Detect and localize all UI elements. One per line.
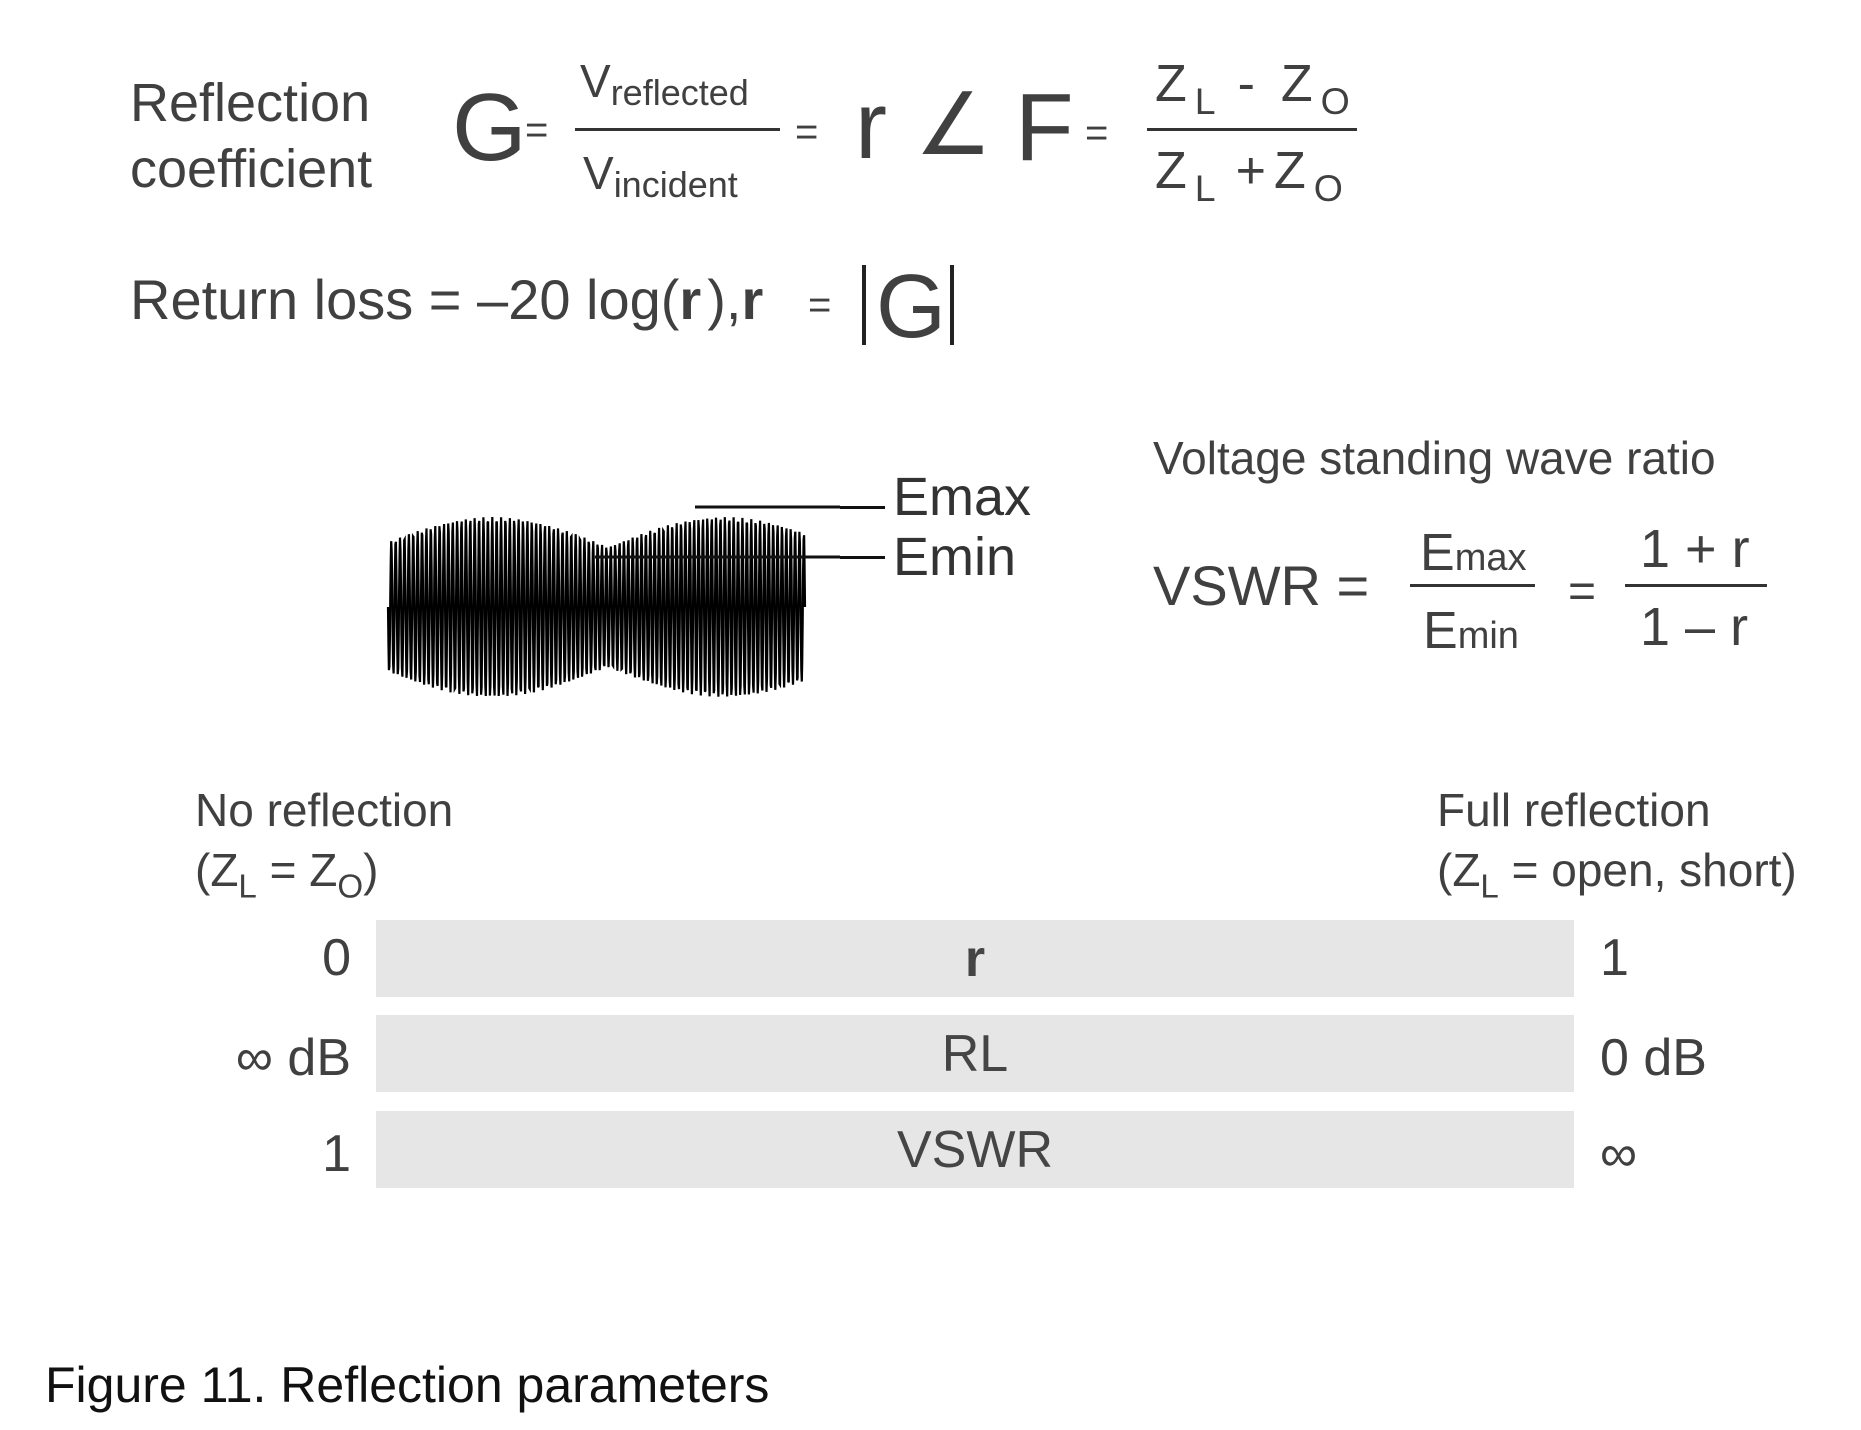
return-loss-gamma: G [876,257,947,357]
fraction-bar-2 [1147,128,1357,131]
vswr-equals: = [1568,565,1597,618]
zl-den: Z [1155,142,1187,200]
v-reflected-symbol: V [580,55,611,107]
vswr-label: VSWR = [1153,554,1370,617]
row-vswr-bar: VSWR [376,1111,1574,1188]
fraction-bar-1 [575,128,780,131]
v-incident: Vincident [583,150,738,203]
standing-wave-diagram [386,505,840,697]
emax-leader-ext [840,506,885,509]
figure-caption: Figure 11. Reflection parameters [45,1357,770,1413]
full-reflection-title: Full reflection [1437,784,1711,836]
reflection-label: Reflection coefficient [130,70,372,202]
return-loss-rho: r [679,268,702,331]
row-rl-bar: RL [376,1015,1574,1092]
no-reflection-label: No reflection (ZL = ZO) [195,780,453,918]
emax-sub: max [1454,537,1527,579]
zo-den: Z [1273,142,1306,200]
row-rho-right: 1 [1600,929,1629,987]
row-rl-left: ∞ dB [235,1029,351,1087]
row-rho-bar-label: r [964,929,986,988]
emax-label: Emax [893,467,1032,527]
reflection-label-line2: coefficient [130,139,373,199]
emin-sub: min [1457,615,1519,657]
zl-num-sub: L [1194,80,1216,123]
return-loss-equation: Return loss = –20 log(r),r [130,272,763,328]
full-reflection-label: Full reflection (ZL = open, short) [1437,780,1797,918]
equals-1: = [525,108,549,152]
equals-2: = [795,110,819,154]
no-reflection-title: No reflection [195,784,454,836]
zl-num: Z [1155,55,1187,113]
abs-bar-left [862,265,866,345]
v-reflected: Vreflected [580,58,749,111]
full-reflection-condition: (ZL = open, short) [1437,844,1797,906]
minus-sign: - [1237,55,1255,113]
row-rho-bar: r [376,920,1574,997]
emin-label: Emin [893,527,1017,587]
rho-symbol: r [855,72,887,179]
plus-sign: + [1235,142,1266,200]
return-loss-close: ), [707,268,742,331]
zo-num-sub: O [1320,80,1350,123]
abs-bar-right [950,265,954,345]
row-rl-bar-label: RL [941,1024,1009,1083]
return-loss-text: Return loss = –20 log( [130,268,680,331]
fraction-bar-vswr-1 [1410,584,1535,587]
row-vswr-right: ∞ [1600,1125,1638,1183]
reflection-label-line1: Reflection [130,73,371,133]
emax-numerator: Emax [1420,527,1526,579]
return-loss-rho2: r [741,268,764,331]
standing-wave-trace [386,516,807,697]
emin-denominator: Emin [1423,605,1519,657]
angle-symbol: ∠ [915,77,993,173]
vswr-title: Voltage standing wave ratio [1153,432,1716,484]
gamma-symbol: G [452,74,527,181]
vswr-denominator: 1 – r [1640,597,1749,657]
vswr-numerator: 1 + r [1640,519,1750,579]
fraction-bar-vswr-2 [1625,584,1767,587]
v-incident-symbol: V [583,147,614,199]
phi-symbol: F [1015,74,1074,181]
return-loss-equals: = [808,283,832,327]
v-incident-sub: incident [613,164,738,205]
emin-leader-ext [840,556,885,559]
no-reflection-condition: (ZL = ZO) [195,844,379,906]
zo-num: Z [1280,55,1313,113]
zo-den-sub: O [1313,167,1343,210]
row-vswr-bar-label: VSWR [897,1120,1053,1179]
equals-3: = [1085,111,1109,155]
row-vswr-left: 1 [322,1125,351,1183]
row-rl-right: 0 dB [1600,1029,1707,1087]
standing-wave-signal [386,516,807,697]
emin-e: E [1423,602,1458,660]
v-reflected-sub: reflected [610,72,749,113]
zl-den-sub: L [1194,167,1216,210]
row-rho-left: 0 [322,929,351,987]
emax-e: E [1420,524,1455,582]
